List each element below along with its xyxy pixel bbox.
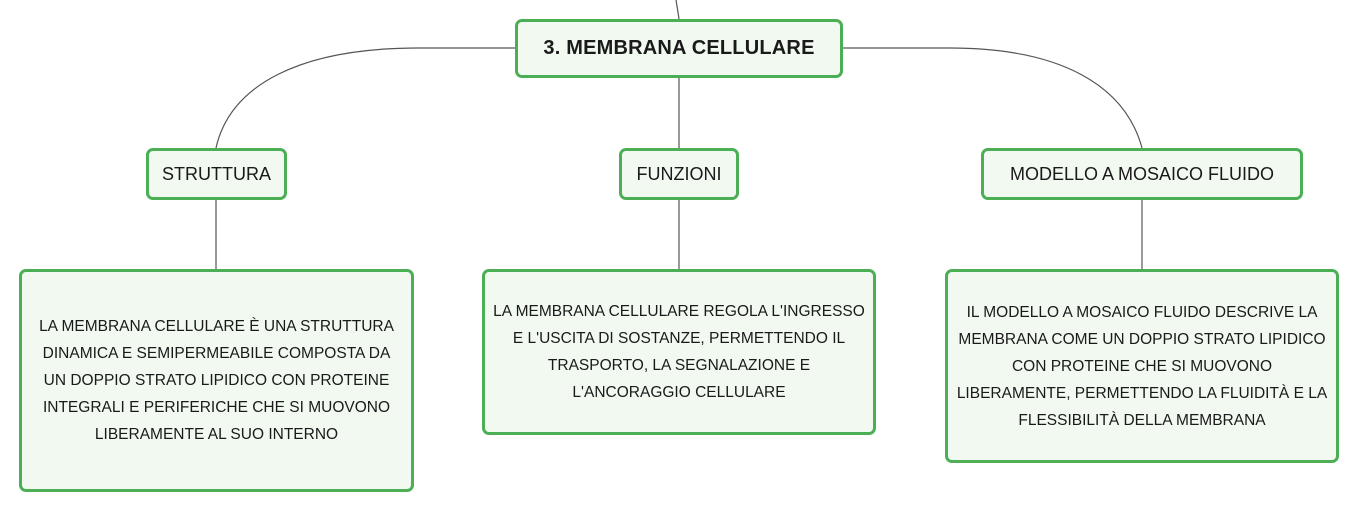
topic-struttura-node[interactable]: STRUTTURA	[146, 148, 287, 200]
topic-struttura-label: STRUTTURA	[162, 163, 271, 184]
root-topic-label: 3. MEMBRANA CELLULARE	[543, 37, 815, 59]
connector-from-parent	[675, 0, 680, 20]
struttura-description-node[interactable]: LA MEMBRANA CELLULARE È UNA STRUTTURA DI…	[19, 269, 414, 492]
connector-root-modello	[843, 47, 1143, 149]
funzioni-description-node[interactable]: LA MEMBRANA CELLULARE REGOLA L'INGRESSO …	[482, 269, 876, 435]
modello-description-text: IL MODELLO A MOSAICO FLUIDO DESCRIVE LA …	[956, 303, 1328, 429]
topic-modello-label: MODELLO A MOSAICO FLUIDO	[1009, 163, 1275, 184]
root-topic-node[interactable]: 3. MEMBRANA CELLULARE	[515, 19, 843, 78]
funzioni-description-text: LA MEMBRANA CELLULARE REGOLA L'INGRESSO …	[493, 303, 865, 401]
topic-modello-node[interactable]: MODELLO A MOSAICO FLUIDO	[981, 148, 1303, 200]
topic-funzioni-node[interactable]: FUNZIONI	[619, 148, 739, 200]
connector-root-struttura	[215, 47, 515, 149]
modello-description-node[interactable]: IL MODELLO A MOSAICO FLUIDO DESCRIVE LA …	[945, 269, 1339, 463]
struttura-description-text: LA MEMBRANA CELLULARE È UNA STRUTTURA DI…	[39, 318, 394, 443]
topic-funzioni-label: FUNZIONI	[636, 163, 722, 184]
